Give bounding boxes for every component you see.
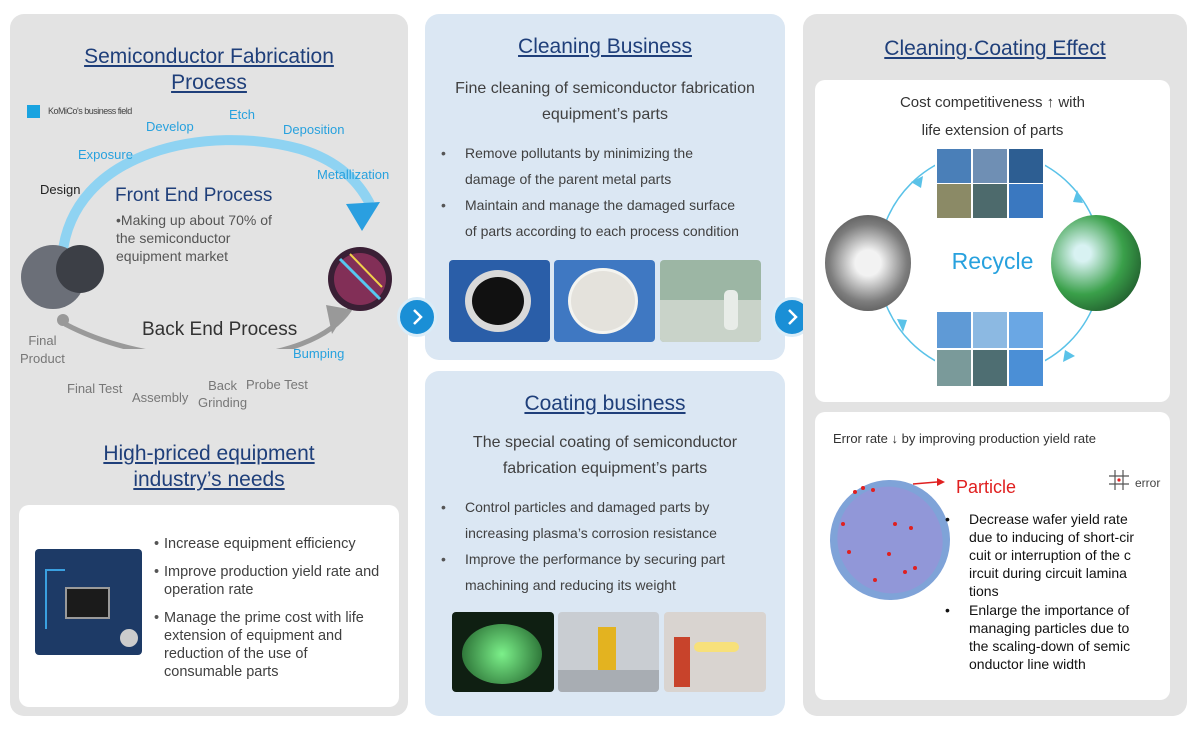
effect-title: Cleaning·Coating Effect [884, 37, 1106, 60]
step-probe-test: Probe Test [246, 377, 308, 392]
coating-title: Coating business [524, 392, 686, 415]
front-end-arc [57, 135, 375, 260]
needs-list: Increase equipment efficiency Improve pr… [152, 535, 397, 681]
step-back-grinding: Back Grinding [198, 378, 248, 410]
legend-swatch [27, 105, 40, 118]
step-final-product: Final Product [20, 333, 65, 366]
step-etch: Etch [229, 107, 256, 122]
step-design: Design [40, 182, 81, 197]
cleaning-ring-photo [449, 260, 550, 342]
coating-subtitle: The special coating of semiconductor fab… [472, 434, 738, 477]
chip-photo [35, 549, 142, 655]
step-develop: Develop [146, 119, 194, 134]
back-end-arc [63, 307, 353, 349]
legend-label: KoMiCo's business field [48, 106, 132, 116]
error-legend-icon [1109, 470, 1129, 490]
wafer-particle-image [830, 478, 950, 600]
plasma-chamber-photo [1051, 215, 1141, 311]
before-parts-grid [935, 148, 1045, 218]
step-exposure: Exposure [78, 147, 133, 162]
recycle-label: Recycle [951, 248, 1034, 274]
chevron-right-icon [788, 309, 798, 325]
plasma-photo [452, 612, 554, 692]
needs-box: Increase equipment efficiency Improve pr… [19, 505, 399, 707]
chevron-right-icon [413, 309, 423, 325]
needs-item: Improve production yield rate andoperati… [152, 563, 397, 599]
cleaning-disc-photo [554, 260, 655, 342]
particle-label: Particle [956, 477, 1017, 497]
step-assembly: Assembly [132, 390, 189, 405]
recycle-box: Cost competitiveness ↑ with life extensi… [815, 80, 1170, 402]
error-rate-heading: Error rate ↓ by improving production yie… [833, 431, 1097, 446]
step-bumping: Bumping [293, 346, 345, 361]
coating-bullets: Control particles and damaged parts byin… [439, 494, 785, 598]
step-final-test: Final Test [67, 381, 123, 396]
front-end-arrowhead [346, 202, 380, 231]
cleaning-title: Cleaning Business [518, 35, 692, 58]
cleaning-subtitle: Fine cleaning of semiconductor fabricati… [455, 80, 755, 123]
back-end-start-dot [57, 314, 69, 326]
back-end-title: Back End Process [142, 319, 298, 340]
front-end-title: Front End Process [115, 185, 273, 206]
coating-bullet: Improve the performance by securing part… [439, 546, 785, 598]
after-parts-grid [935, 310, 1045, 386]
coating-bullet: Control particles and damaged parts byin… [439, 494, 785, 546]
step-deposition: Deposition [283, 122, 345, 137]
step-metallization: Metallization [317, 167, 390, 182]
fabrication-process-panel: Semiconductor Fabrication Process KoMiCo… [10, 14, 408, 716]
coating-business-panel: Coating business The special coating of … [425, 371, 785, 716]
cost-text: Cost competitiveness ↑ with life extensi… [899, 94, 1086, 139]
error-rate-box: Error rate ↓ by improving production yie… [815, 412, 1170, 700]
fabrication-title: Semiconductor Fabrication Process [84, 45, 334, 94]
needs-item: Increase equipment efficiency [152, 535, 397, 553]
needs-title: High-priced equipment industry’s needs [103, 442, 315, 491]
process-cycle-diagram [21, 135, 392, 349]
needs-item: Manage the prime cost with lifeextension… [152, 609, 397, 681]
front-end-description: •Making up about 70% of the semiconducto… [116, 212, 272, 264]
next-arrow-button[interactable] [397, 297, 437, 337]
cleaning-bullet: Remove pollutants by minimizing thedamag… [439, 140, 785, 192]
cleaning-bullet: Maintain and manage the damaged surfaceo… [439, 192, 785, 244]
cleaning-business-panel: Cleaning Business Fine cleaning of semic… [425, 14, 785, 360]
cleanroom-photo [660, 260, 761, 342]
error-legend-label: error [1135, 476, 1161, 490]
spray-coating-photo [664, 612, 766, 692]
back-end-arrowhead [326, 305, 348, 334]
cleaning-bullets: Remove pollutants by minimizing thedamag… [439, 140, 785, 244]
chamber-photo [825, 215, 911, 311]
effect-panel: Cleaning·Coating Effect Cost competitive… [803, 14, 1187, 716]
robot-booth-photo [558, 612, 659, 692]
